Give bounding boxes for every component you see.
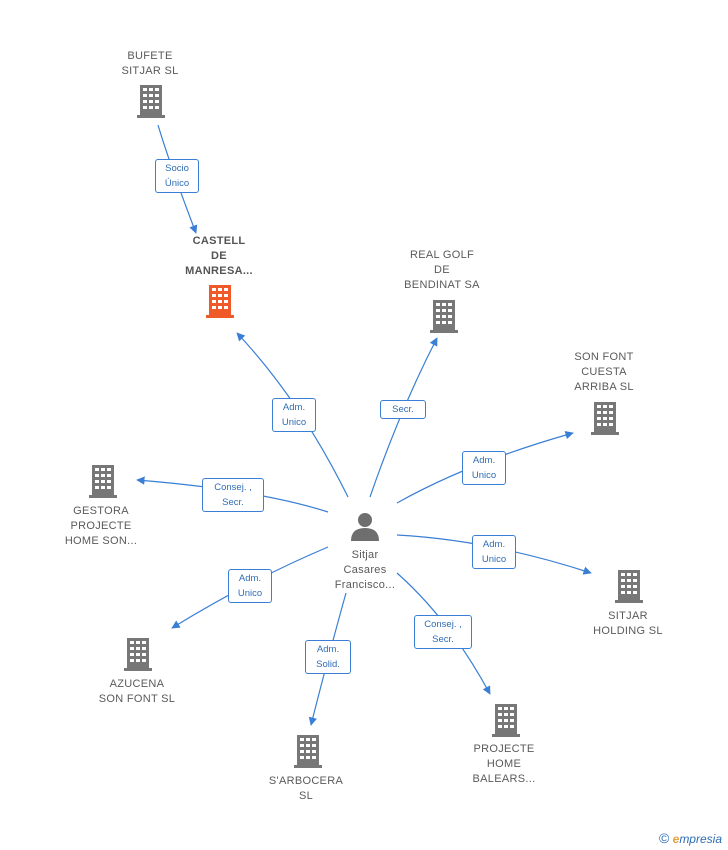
node-label-real-golf[interactable]: REAL GOLF DE BENDINAT SA bbox=[404, 249, 480, 291]
building-icon[interactable] bbox=[430, 300, 458, 333]
building-icon[interactable] bbox=[492, 704, 520, 737]
node-label-gestora[interactable]: GESTORA PROJECTE HOME SON... bbox=[64, 505, 138, 547]
node-label-azucena[interactable]: AZUCENA SON FONT SL bbox=[98, 678, 176, 705]
edge-label-azucena: Adm. Unico bbox=[228, 569, 272, 603]
edge-label-sarbocera: Adm. Solid. bbox=[305, 640, 351, 674]
edge-label-sitjar-holding: Adm. Unico bbox=[472, 535, 516, 569]
node-label-castell[interactable]: CASTELL DE MANRESA... bbox=[185, 235, 253, 277]
brand-name: mpresia bbox=[679, 832, 722, 846]
edge-label-castell: Adm. Unico bbox=[272, 398, 316, 432]
node-label-sarbocera[interactable]: S'ARBOCERA SL bbox=[268, 775, 344, 802]
node-label-son-font-cuesta[interactable]: SON FONT CUESTA ARRIBA SL bbox=[574, 351, 634, 393]
edge-label-projecte-home: Consej. , Secr. bbox=[414, 615, 472, 649]
building-icon-highlighted[interactable] bbox=[206, 285, 234, 318]
building-icon[interactable] bbox=[294, 735, 322, 768]
brand-initial: e bbox=[672, 832, 680, 846]
building-icon[interactable] bbox=[124, 638, 152, 671]
footer-brand: © empresia bbox=[659, 830, 722, 846]
building-icon[interactable] bbox=[591, 402, 619, 435]
edge-label-son-font-cuesta: Adm. Unico bbox=[462, 451, 506, 485]
edge-label-gestora: Consej. , Secr. bbox=[202, 478, 264, 512]
edge-label-real-golf: Secr. bbox=[380, 400, 426, 419]
node-label-projecte-home[interactable]: PROJECTE HOME BALEARS... bbox=[472, 743, 536, 785]
building-icon[interactable] bbox=[89, 465, 117, 498]
node-label-bufete[interactable]: BUFETE SITJAR SL bbox=[121, 50, 179, 77]
building-icon[interactable] bbox=[137, 85, 165, 118]
node-label-sitjar-holding[interactable]: SITJAR HOLDING SL bbox=[593, 610, 663, 637]
copyright-symbol: © bbox=[658, 830, 670, 846]
node-label-person[interactable]: Sitjar Casares Francisco... bbox=[334, 549, 396, 591]
edge-label-socio-unico: Socio Único bbox=[155, 159, 199, 193]
person-icon[interactable] bbox=[351, 513, 379, 541]
building-icon[interactable] bbox=[615, 570, 643, 603]
